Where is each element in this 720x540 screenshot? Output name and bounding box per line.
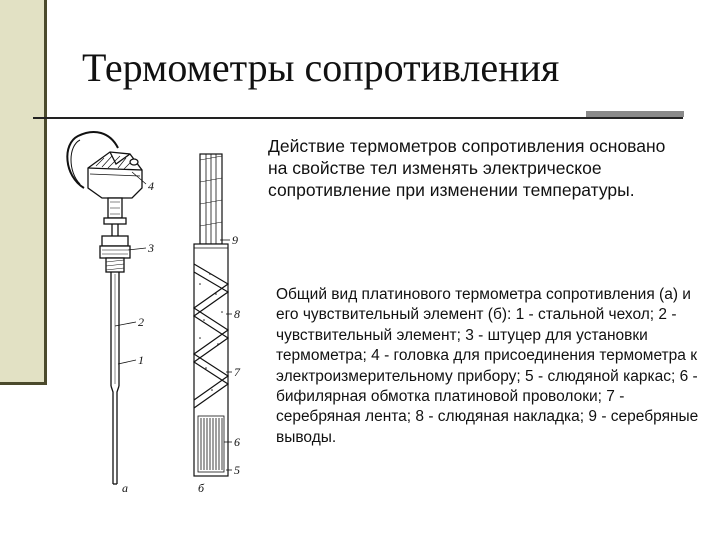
left-accent-bar [0, 0, 46, 385]
left-accent-edge [44, 0, 47, 385]
thermometer-figure: 4 3 2 1 9 8 7 6 5 а б [66, 131, 241, 495]
title-rule [33, 117, 683, 119]
label-8: 8 [234, 307, 240, 321]
label-3: 3 [147, 241, 154, 255]
label-6: 6 [234, 435, 240, 449]
title-rule-accent [586, 111, 684, 117]
caption-a: а [122, 481, 128, 495]
figure-description: Общий вид платинового термометра сопроти… [276, 286, 699, 446]
slide-title: Термометры сопротивления [82, 45, 560, 90]
thermometer-assembly [66, 131, 143, 485]
sensing-element [192, 153, 230, 477]
caption-b: б [198, 481, 205, 495]
label-7: 7 [234, 365, 241, 379]
label-1: 1 [138, 353, 144, 367]
left-accent-bottom [0, 382, 47, 385]
leader-lines [114, 171, 232, 471]
label-9: 9 [232, 233, 238, 247]
intro-paragraph: Действие термометров сопротивления основ… [268, 136, 666, 200]
label-5: 5 [234, 463, 240, 477]
label-2: 2 [138, 315, 144, 329]
label-4: 4 [148, 179, 154, 193]
